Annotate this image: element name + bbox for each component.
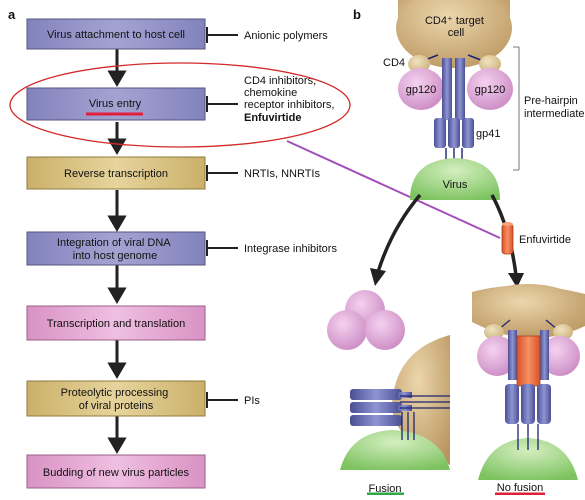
inhibitor-protease: PIs: [244, 395, 260, 407]
flow-arrows: [107, 48, 127, 454]
step-integration-label: Integration of viral DNA into host genom…: [57, 237, 173, 262]
nofusion-outcome: [472, 284, 585, 480]
cd4-label: CD4: [383, 57, 405, 69]
step-rt-label: Reverse transcription: [64, 168, 168, 180]
inhibitor-attachment: Anionic polymers: [244, 30, 328, 42]
connector-line: [286, 140, 501, 239]
inhibitor-rt: NRTIs, NNRTIs: [244, 168, 320, 180]
nofusion-label: No fusion: [497, 482, 543, 494]
step-integration: Integration of viral DNA into host genom…: [26, 231, 206, 266]
gp120-right: [467, 68, 513, 110]
target-cell: [396, 0, 512, 68]
arrow-to-fusion-head: [370, 268, 386, 286]
step-proteolytic: Proteolytic processing of viral proteins: [26, 380, 206, 417]
step-attachment: Virus attachment to host cell: [26, 18, 206, 50]
step-attachment-label: Virus attachment to host cell: [47, 29, 185, 41]
gp120-left: [398, 68, 444, 110]
inhibitor-bars: [206, 27, 238, 408]
gp41-label: gp41: [476, 128, 500, 140]
fusion-label: Fusion: [368, 483, 401, 495]
step-budding-label: Budding of new virus particles: [43, 467, 190, 479]
panel-b-label: b: [353, 7, 361, 22]
bracket-label: Pre-hairpin intermediate: [524, 95, 585, 120]
panel-a-label: a: [8, 7, 16, 22]
step-proteolytic-label: Proteolytic processing of viral proteins: [61, 387, 172, 412]
step-entry: Virus entry: [26, 87, 206, 121]
inhibitor-integration: Integrase inhibitors: [244, 243, 337, 255]
target-cell-label: CD4⁺ target cell: [425, 15, 487, 39]
enfuvirtide-molecule: [501, 222, 514, 255]
arrow-to-nofusion-head: [508, 273, 524, 288]
fusion-outcome: [327, 290, 450, 470]
top-target-cell: CD4⁺ target cell: [396, 0, 512, 68]
gp120-label-right: gp120: [475, 84, 506, 96]
step-transcription: Transcription and translation: [26, 305, 206, 341]
step-entry-label: Virus entry: [89, 98, 142, 110]
arrow-to-fusion: [376, 193, 422, 273]
gp120-label-left: gp120: [406, 84, 437, 96]
prehairpin-gp41: [434, 58, 474, 172]
cd4-right: [479, 55, 501, 73]
step-budding: Budding of new virus particles: [26, 454, 206, 489]
step-reverse-transcription: Reverse transcription: [26, 156, 206, 190]
virus-top: [410, 158, 500, 200]
highlight-ellipse: [9, 62, 351, 148]
virus-label: Virus: [443, 179, 468, 191]
prehairpin-bracket: [513, 46, 520, 171]
inhibitor-entry: CD4 inhibitors, chemokine receptor inhib…: [244, 75, 338, 124]
enfuvirtide-label: Enfuvirtide: [519, 234, 571, 246]
step-transcription-label: Transcription and translation: [47, 318, 185, 330]
